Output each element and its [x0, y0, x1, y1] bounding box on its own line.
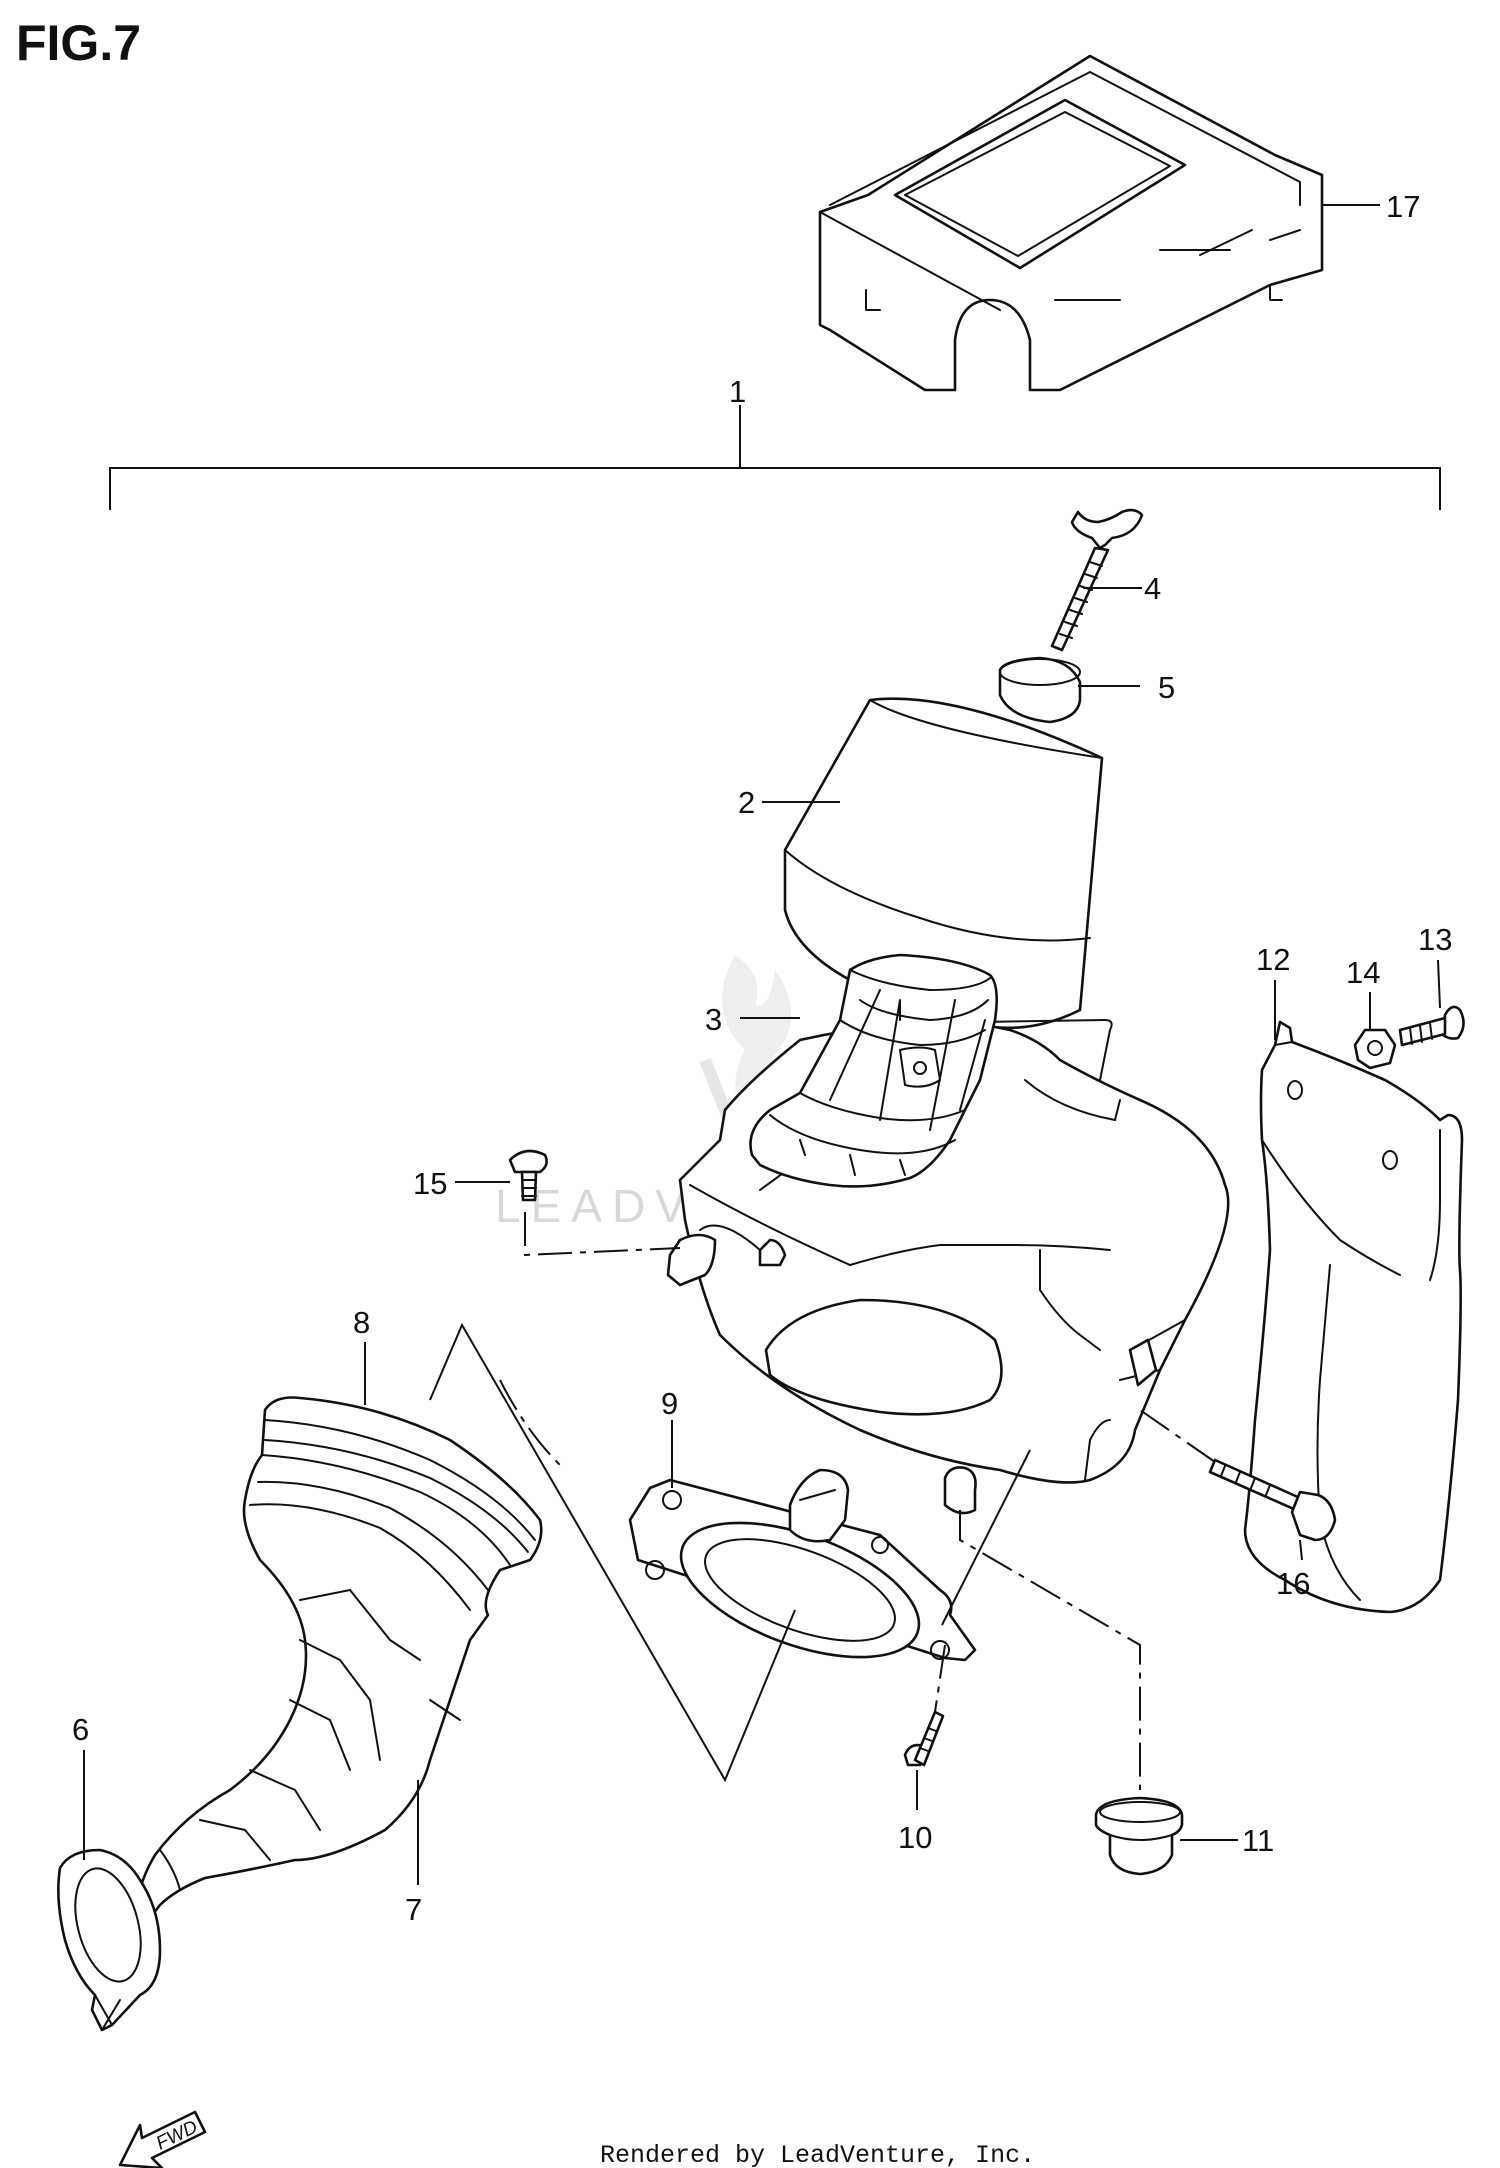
callout-13: 13	[1418, 922, 1452, 957]
callout-10: 10	[898, 1820, 932, 1855]
part-11-plug	[1094, 1796, 1184, 1876]
render-credit: Rendered by LeadVenture, Inc.	[600, 2141, 1035, 2168]
part-12-duct	[1243, 1020, 1464, 1614]
part-13-bolt	[1398, 1005, 1465, 1047]
part-17-cover	[818, 54, 1324, 392]
figure-title: FIG.7	[16, 15, 141, 71]
callout-5: 5	[1158, 670, 1175, 705]
dashline-10	[934, 1644, 946, 1713]
dashline-8-9	[499, 1379, 561, 1466]
callout-9: 9	[661, 1386, 678, 1421]
part-15-screw	[508, 1149, 548, 1202]
reference-line-8-9	[429, 1322, 796, 1783]
part-5-bushing	[998, 656, 1082, 724]
assembly-1-bracket	[109, 405, 1441, 510]
callout-8: 8	[353, 1305, 370, 1340]
part-3-filter-cage	[749, 953, 998, 1188]
callout-12: 12	[1256, 942, 1290, 977]
callout-4: 4	[1144, 571, 1161, 606]
callout-6: 6	[72, 1712, 89, 1747]
part-14-nut	[1353, 1028, 1397, 1070]
part-8-intake-boot	[93, 1396, 543, 1987]
callout-7: 7	[405, 1892, 422, 1927]
callout-11: 11	[1242, 1823, 1274, 1858]
callout-16: 16	[1276, 1566, 1310, 1601]
reference-line-9-body	[941, 1449, 1031, 1626]
callout-2: 2	[738, 785, 755, 820]
part-9-joint-plate	[628, 1468, 977, 1662]
part-10-screw	[903, 1710, 945, 1767]
callout-15: 15	[413, 1166, 447, 1201]
callout-14: 14	[1346, 955, 1380, 990]
dashline-11	[959, 1510, 1141, 1790]
callout-1: 1	[729, 374, 746, 409]
dashline-15	[524, 1212, 681, 1257]
dashline-16	[1139, 1409, 1216, 1463]
callout-3: 3	[705, 1002, 722, 1037]
fwd-arrow-icon: FWD	[118, 2110, 207, 2168]
part-16-long-bolt	[1208, 1458, 1337, 1542]
callout-17: 17	[1386, 189, 1420, 224]
leader-13	[1437, 959, 1441, 1009]
part-4-wing-bolt	[1050, 508, 1144, 652]
part-2-filter-element	[783, 697, 1104, 1030]
leader-16	[1299, 1539, 1303, 1561]
part-6-clamp	[57, 1848, 162, 2032]
